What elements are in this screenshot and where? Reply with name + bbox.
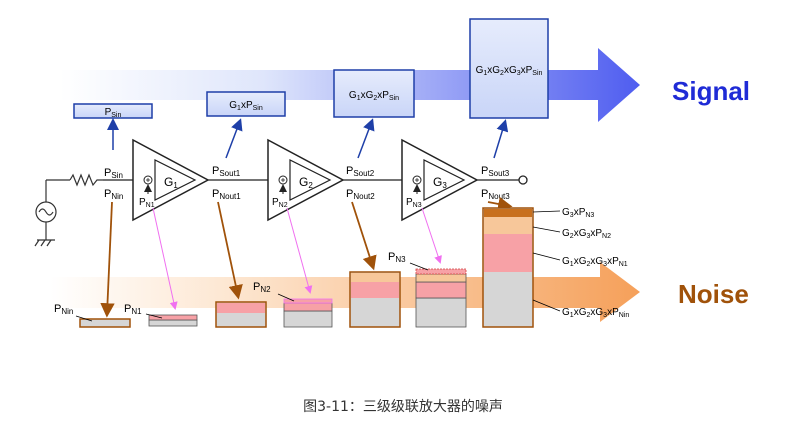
pnin-leader bbox=[75, 315, 93, 322]
svg-text:PN3: PN3 bbox=[406, 197, 422, 209]
noise-box-stage3 bbox=[482, 207, 534, 328]
legend-leader-3 bbox=[532, 252, 561, 261]
legend-g3-pn3: G3xPN3 bbox=[562, 207, 594, 219]
signal-source bbox=[34, 173, 103, 247]
legend-g2g3-pn2: G2xG3xPN2 bbox=[562, 228, 611, 240]
noise-box-pn1 bbox=[148, 314, 198, 327]
noise-arrow-2 bbox=[351, 201, 377, 271]
svg-text:PSout1: PSout1 bbox=[212, 165, 241, 178]
noise-arrow-0 bbox=[100, 201, 115, 318]
amp-noise-arrow-1 bbox=[152, 207, 178, 310]
signal-box-1: PSin bbox=[73, 103, 153, 119]
pn2-label: PN2 bbox=[253, 281, 271, 294]
amplifier-stage-2: G2 PN2 PSout2 PNout2 bbox=[267, 138, 375, 222]
noise-label: Noise bbox=[678, 279, 749, 309]
svg-text:PN2: PN2 bbox=[272, 197, 288, 209]
noise-box-stage1 bbox=[215, 301, 267, 328]
signal-arrow-3 bbox=[357, 118, 375, 159]
amp-noise-arrow-3 bbox=[421, 207, 442, 264]
svg-text:PSin: PSin bbox=[105, 107, 122, 119]
svg-text:G1xG2xG3xPSin: G1xG2xG3xPSin bbox=[476, 65, 543, 77]
signal-label: Signal bbox=[672, 76, 750, 106]
output-terminal bbox=[518, 175, 528, 185]
legend-g1g2g3-pn1: G1xG2xG3xPN1 bbox=[562, 256, 628, 268]
pn1-label: PN1 bbox=[124, 303, 142, 316]
pnin-label: PNin bbox=[54, 303, 73, 316]
svg-text:PN1: PN1 bbox=[139, 197, 155, 209]
legend-leader-2 bbox=[532, 226, 561, 233]
svg-text:G1: G1 bbox=[164, 175, 178, 190]
noise-box-pn3 bbox=[415, 268, 467, 328]
noise-box-input bbox=[79, 318, 131, 328]
svg-text:PSout2: PSout2 bbox=[346, 165, 375, 178]
pn1-leader bbox=[145, 313, 163, 319]
signal-arrow-2 bbox=[225, 118, 243, 159]
legend-leader-4 bbox=[532, 299, 561, 312]
noise-box-pn2 bbox=[283, 298, 333, 328]
noise-arrow-3 bbox=[487, 196, 513, 212]
svg-text:PNout3: PNout3 bbox=[481, 188, 510, 201]
legend-leader-1 bbox=[532, 210, 561, 213]
signal-box-3: G1xG2xPSin bbox=[333, 69, 415, 118]
pn3-leader bbox=[409, 262, 429, 271]
legend-g1g2g3-pnin: G1xG2xG3xPNin bbox=[562, 307, 629, 319]
svg-text:G1xPSin: G1xPSin bbox=[229, 100, 263, 112]
svg-text:G1xG2xPSin: G1xG2xPSin bbox=[349, 90, 399, 102]
pn2-leader bbox=[277, 293, 295, 302]
figure-caption: 图3-11：三级级联放大器的噪声 bbox=[303, 399, 503, 415]
noise-box-stage2 bbox=[349, 271, 401, 328]
signal-box-4: G1xG2xG3xPSin bbox=[469, 18, 549, 119]
input-noise-label: PNin bbox=[104, 188, 123, 201]
input-signal-label: PSin bbox=[104, 167, 123, 180]
svg-text:G2: G2 bbox=[299, 175, 313, 190]
signal-arrow-4 bbox=[493, 119, 509, 159]
svg-text:PNout2: PNout2 bbox=[346, 188, 375, 201]
svg-text:G3: G3 bbox=[433, 175, 447, 190]
pn3-label: PN3 bbox=[388, 251, 406, 264]
amp-noise-arrow-2 bbox=[286, 207, 313, 294]
svg-text:PNout1: PNout1 bbox=[212, 188, 241, 201]
noise-arrow-1 bbox=[217, 201, 243, 300]
signal-box-2: G1xPSin bbox=[206, 91, 286, 117]
svg-text:PSout3: PSout3 bbox=[481, 165, 510, 178]
amplifier-stage-3: G3 PN3 PSout3 PNout3 bbox=[401, 138, 510, 222]
amplifier-stage-1: G1 PN1 PSout1 PNout1 bbox=[132, 138, 241, 222]
